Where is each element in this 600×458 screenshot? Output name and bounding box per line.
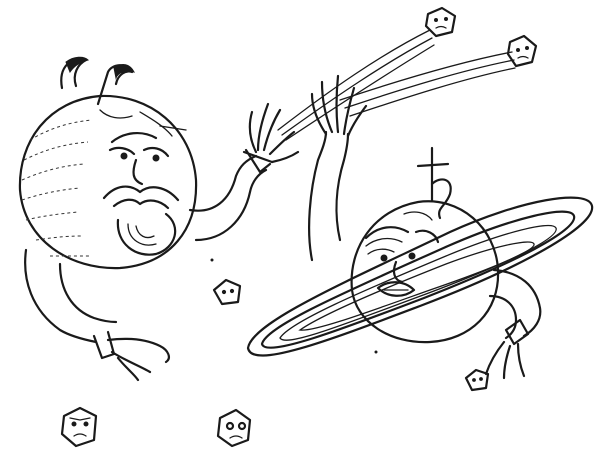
small-rock-face-2 (216, 408, 252, 448)
saturn-symbol-icon (416, 146, 452, 220)
jupiter-brow (110, 132, 158, 144)
held-rock (464, 368, 490, 392)
comet-rock-2 (506, 34, 538, 68)
thrown-rock (212, 278, 242, 306)
saturn-rings (246, 196, 594, 357)
comet-rock-1 (424, 6, 457, 38)
jupiter-arms (24, 102, 300, 382)
saturn-planet (246, 74, 594, 380)
comet-trails (277, 29, 516, 141)
small-rock-face-1 (60, 406, 98, 448)
jupiter-planet (18, 56, 198, 270)
